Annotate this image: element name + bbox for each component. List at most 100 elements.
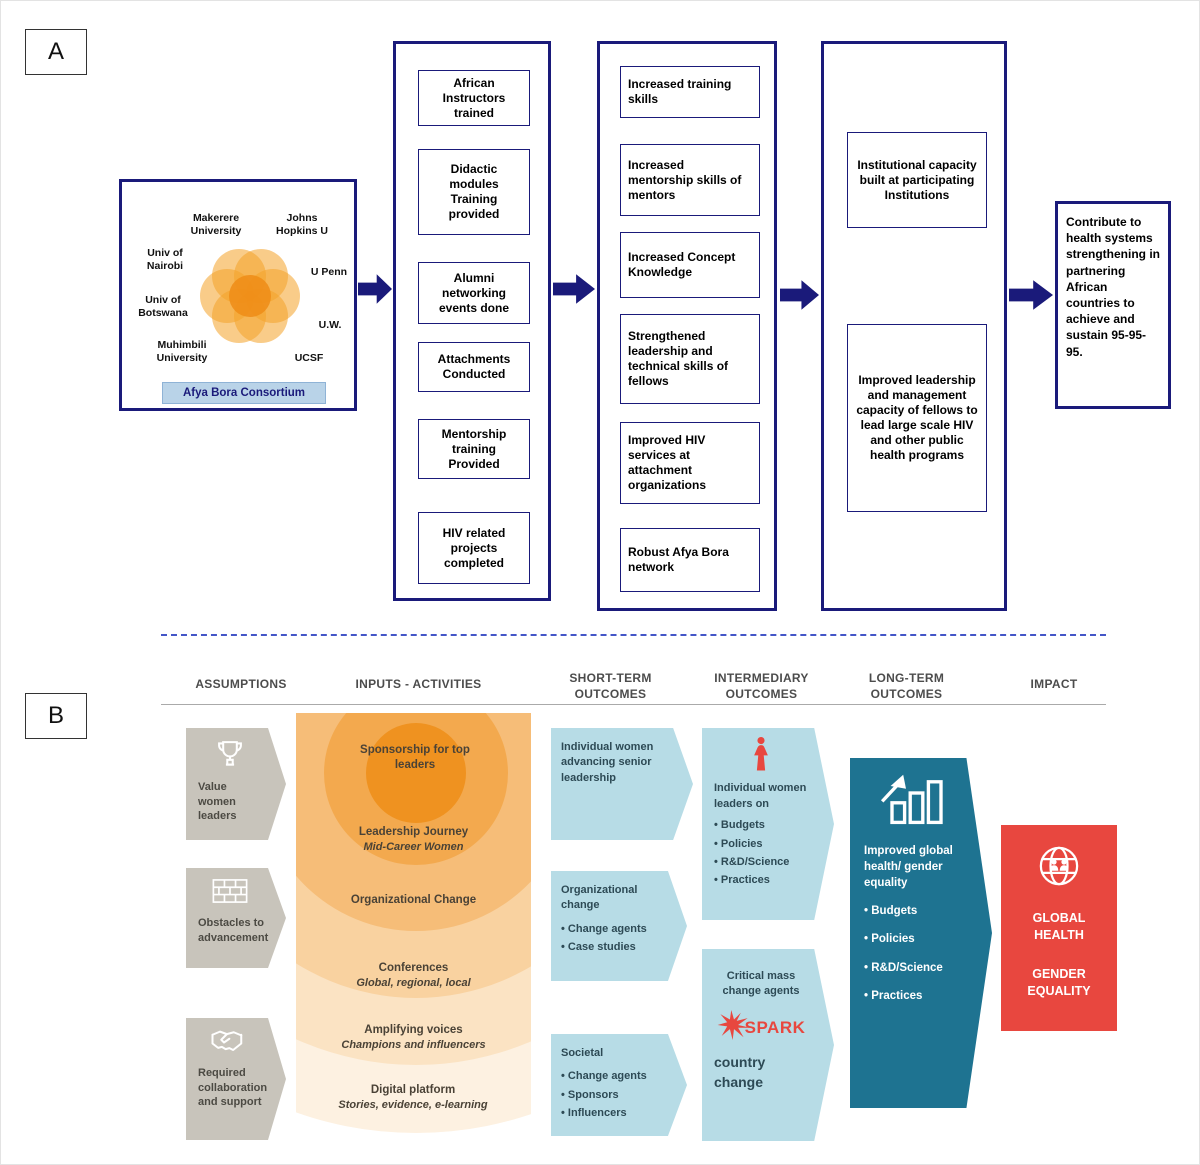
activity-title: Digital platform [370, 1084, 456, 1096]
assumption-obstacles: Obstacles to advancement [186, 868, 286, 968]
bullet-item: Change agents [561, 1069, 661, 1084]
header-inputs-activities: INPUTS - ACTIVITIES [355, 677, 482, 691]
flow-arrow-3-icon [780, 280, 819, 310]
goal-box: Contribute to health systems strengtheni… [1055, 201, 1171, 409]
partner-muhimbili-university: Muhimbili University [156, 339, 208, 364]
activity-title: Organizational Change [350, 894, 477, 906]
bullet-item: Policies [714, 837, 808, 852]
trophy-icon [213, 738, 247, 772]
bullet-item: Budgets [864, 903, 962, 919]
consortium-name: Afya Bora Consortium [182, 387, 306, 399]
brick-wall-icon [212, 878, 248, 908]
activity-subtitle: Champions and influencers [341, 1038, 486, 1051]
partner-univ-botswana: Univ of Botswana [138, 294, 188, 319]
panel-a-label: A [25, 29, 87, 75]
intermediary-individual-women: Individual women leaders on Budgets Poli… [702, 728, 834, 920]
intermediary-title: Critical mass change agents [722, 970, 800, 998]
header-intermediary: INTERMEDIARY OUTCOMES [714, 671, 809, 701]
header-rule [161, 704, 1106, 705]
activity-title: Leadership Journey [358, 826, 469, 838]
activity-leadership-journey: Leadership Journey Mid-Career Women [326, 825, 501, 854]
intermediary-title: Individual women leaders on [714, 782, 807, 810]
bullet-item: Practices [864, 988, 962, 1004]
spark-logo: SPARK [714, 1009, 808, 1045]
panel-b-label: B [25, 693, 87, 739]
assumption-label: Required collaboration and support [198, 1067, 268, 1108]
bar-chart-growth-icon [864, 772, 962, 833]
partner-makerere-university: Makerere University [190, 212, 242, 237]
partner-ucsf: UCSF [294, 352, 324, 364]
assumption-label: Obstacles to advancement [198, 917, 269, 944]
longterm-title: Improved global health/ gender equality [864, 845, 953, 890]
activity-organizational-change: Organizational Change [346, 893, 481, 908]
bullet-item: Practices [714, 873, 808, 888]
activity-title: Sponsorship for top leaders [360, 744, 470, 771]
panel-a-letter: A [47, 38, 64, 65]
shortterm-individual-women: Individual women advancing senior leader… [551, 728, 693, 840]
shortterm-title: Individual women advancing senior leader… [561, 741, 654, 784]
activity-title: Amplifying voices [364, 1024, 463, 1036]
shortterm-organizational-change: Organizational change Change agents Case… [551, 871, 687, 981]
activity-digital-platform: Digital platform Stories, evidence, e-le… [308, 1083, 518, 1112]
spark-burst-icon [717, 1009, 751, 1045]
outputs-column: African Instructors trained Didactic mod… [393, 41, 551, 601]
intermediary-critical-mass: Critical mass change agents SPARK countr… [702, 949, 834, 1141]
bullet-item: Case studies [561, 940, 661, 955]
output-alumni-networking: Alumni networking events done [418, 262, 530, 324]
shortterm-title: Societal [561, 1047, 604, 1059]
consortium-box: Makerere University Johns Hopkins U Univ… [119, 179, 357, 411]
afya-bora-flower-logo-icon [200, 248, 300, 344]
flow-arrow-1-icon [358, 274, 392, 304]
activity-amplifying-voices: Amplifying voices Champions and influenc… [316, 1023, 511, 1052]
assumption-collaboration: Required collaboration and support [186, 1018, 286, 1140]
outcome-robust-network: Robust Afya Bora network [620, 528, 760, 592]
activity-subtitle: Mid-Career Women [363, 840, 464, 853]
activity-conferences: Conferences Global, regional, local [331, 961, 496, 990]
globe-people-icon [1034, 841, 1084, 896]
longterm-leadership-capacity: Improved leadership and management capac… [847, 324, 987, 512]
bullet-item: Policies [864, 931, 962, 947]
outcome-leadership-skills: Strengthened leadership and technical sk… [620, 314, 760, 404]
header-short-term: SHORT-TERM OUTCOMES [569, 671, 652, 701]
output-attachments-conducted: Attachments Conducted [418, 342, 530, 392]
impact-line-2: GENDER EQUALITY [1027, 966, 1091, 998]
shortterm-title: Organizational change [561, 884, 638, 912]
flow-arrow-4-icon [1009, 280, 1053, 310]
assumption-value-women-leaders: Value women leaders [186, 728, 286, 840]
output-instructors-trained: African Instructors trained [418, 70, 530, 126]
longterm-column-a: Institutional capacity built at particip… [821, 41, 1007, 611]
partner-upenn: U Penn [310, 266, 348, 278]
partner-uw: U.W. [318, 319, 342, 331]
inputs-activities-arcs: Sponsorship for top leaders Leadership J… [296, 713, 531, 1143]
outcome-hiv-services: Improved HIV services at attachment orga… [620, 422, 760, 504]
panel-b-letter: B [47, 702, 64, 729]
outcome-training-skills: Increased training skills [620, 66, 760, 118]
handshake-icon [210, 1028, 250, 1058]
output-didactic-modules: Didactic modules Training provided [418, 149, 530, 235]
header-long-term: LONG-TERM OUTCOMES [868, 671, 945, 701]
impact-line-1: GLOBAL HEALTH [1032, 911, 1086, 942]
country-change-label: country change [714, 1054, 766, 1090]
activity-subtitle: Stories, evidence, e-learning [338, 1098, 488, 1111]
outcomes-column: Increased training skills Increased ment… [597, 41, 777, 611]
outcome-concept-knowledge: Increased Concept Knowledge [620, 232, 760, 298]
bullet-item: Sponsors [561, 1088, 661, 1103]
header-impact: IMPACT [1030, 677, 1078, 691]
partner-univ-nairobi: Univ of Nairobi [146, 247, 184, 272]
flow-arrow-2-icon [553, 274, 595, 304]
spark-label: SPARK [744, 1017, 806, 1037]
woman-figure-icon [714, 736, 808, 777]
activity-subtitle: Global, regional, local [356, 976, 471, 989]
activity-sponsorship: Sponsorship for top leaders [354, 743, 476, 773]
consortium-name-bar: Afya Bora Consortium [162, 382, 326, 404]
impact-box: GLOBAL HEALTH GENDER EQUALITY [1001, 825, 1117, 1031]
bullet-item: Budgets [714, 818, 808, 833]
bullet-item: Change agents [561, 922, 661, 937]
assumption-label: Value women leaders [198, 781, 237, 822]
bullet-item: Influencers [561, 1106, 661, 1121]
bullet-item: R&D/Science [864, 960, 962, 976]
shortterm-societal: Societal Change agents Sponsors Influenc… [551, 1034, 687, 1136]
panel-separator [161, 634, 1106, 636]
outcome-mentorship-skills: Increased mentorship skills of mentors [620, 144, 760, 216]
